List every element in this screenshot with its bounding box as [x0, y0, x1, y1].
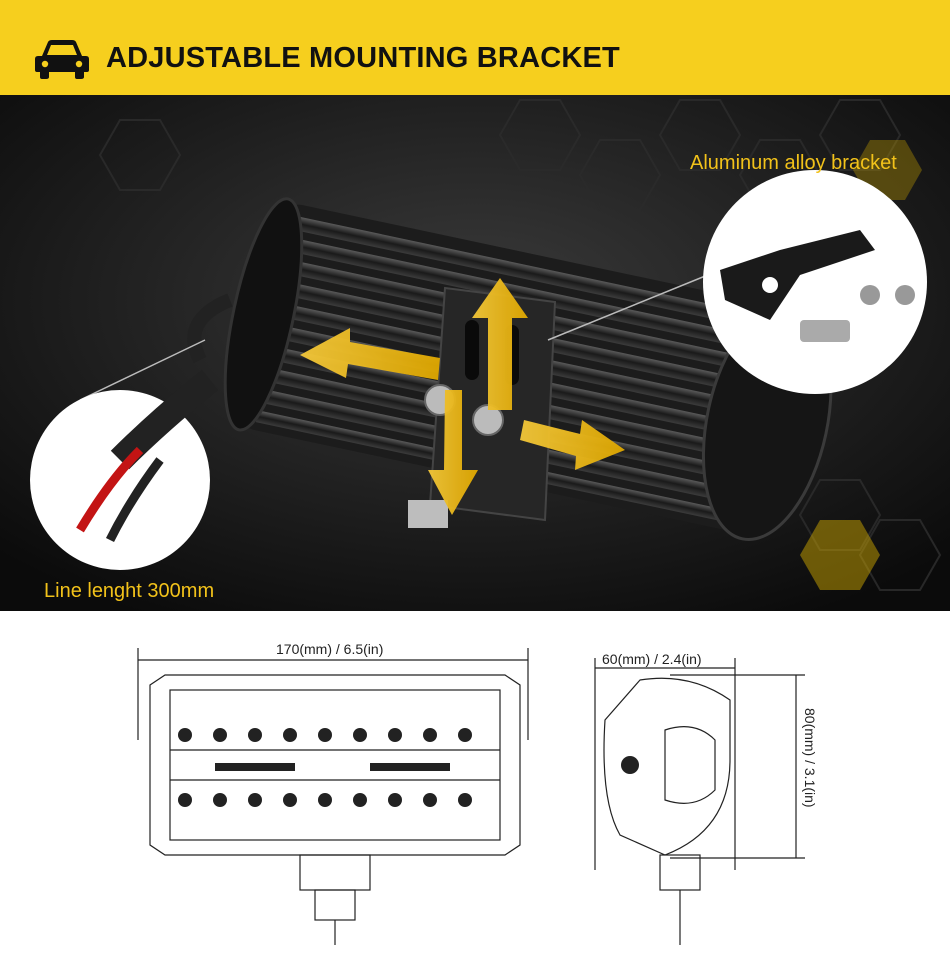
product-photo: Aluminum alloy bracket Line lenght 300mm: [0, 95, 950, 611]
cable-callout-label: Line lenght 300mm: [44, 580, 215, 602]
dimension-drawing: 170(mm) / 6.5(in) 60(mm) / 2.4(in) 80(mm…: [0, 611, 950, 950]
technical-drawing: [137, 648, 805, 945]
light-bar-illustration: [0, 95, 950, 611]
banner-title: ADJUSTABLE MOUNTING BRACKET: [106, 42, 620, 74]
car-icon: [35, 40, 89, 79]
width-dimension: 60(mm) / 2.4(in): [602, 651, 702, 667]
length-dimension: 170(mm) / 6.5(in): [276, 641, 384, 657]
height-dimension: 80(mm) / 3.1(in): [802, 708, 818, 808]
bracket-callout-label: Aluminum alloy bracket: [690, 152, 897, 174]
header-banner: ADJUSTABLE MOUNTING BRACKET: [0, 0, 950, 95]
